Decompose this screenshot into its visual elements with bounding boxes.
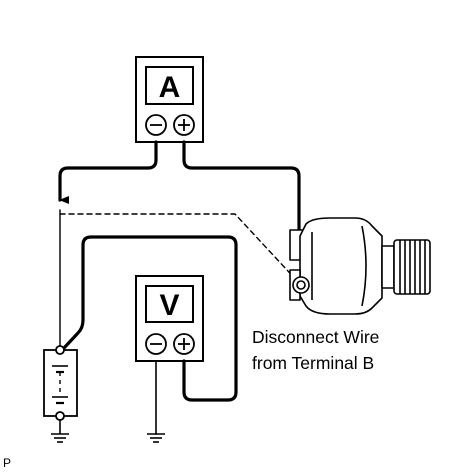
ammeter-display [145,66,194,105]
disconnected-wire [59,213,301,285]
alternator-icon [289,217,431,315]
ammeter-symbol: A [159,71,181,104]
ammeter-negative-terminal [145,114,167,136]
ammeter-positive-lead [182,140,308,256]
corner-mark: P [3,456,11,470]
battery-ground-icon [51,420,69,443]
callout-line-2: from Terminal B [252,353,374,373]
voltmeter: V [135,275,204,362]
voltmeter-ground-icon [147,433,165,443]
voltmeter-display [145,285,194,323]
battery-icon [43,345,78,421]
ammeter-positive-terminal [173,114,195,136]
voltmeter-positive-terminal [173,333,195,355]
wiring [58,140,308,435]
ammeter: A [135,56,204,143]
voltmeter-negative-terminal [145,333,167,355]
voltmeter-symbol: V [159,289,179,322]
ammeter-negative-lead [58,140,158,204]
callout-line-1: Disconnect Wire [252,327,379,347]
voltmeter-positive-lead [62,235,238,402]
